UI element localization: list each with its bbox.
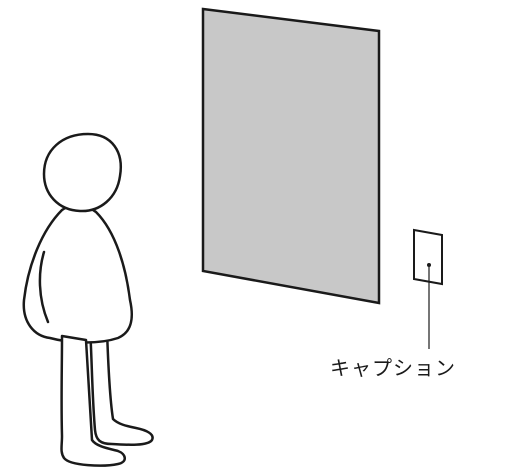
caption-card	[414, 230, 442, 284]
caption-label: キャプション	[318, 352, 468, 381]
viewer-figure	[24, 134, 153, 466]
viewer-head	[44, 134, 121, 211]
painting	[203, 9, 379, 303]
viewer-back-leg	[90, 328, 153, 445]
caption-card-dot	[427, 263, 431, 267]
